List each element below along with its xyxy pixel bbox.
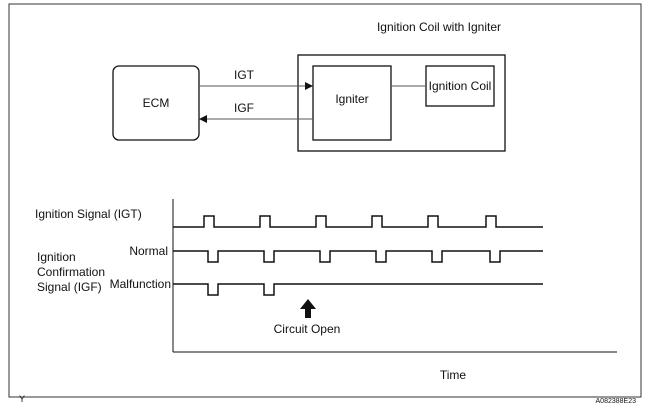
outer-frame (8, 3, 642, 398)
igniter-label: Igniter (335, 92, 368, 106)
time-axis-label: Time (440, 368, 467, 382)
malfunction-row-label: Malfunction (110, 277, 171, 291)
corner-letter: Y (19, 394, 25, 404)
igf-row-label-line-1: Ignition (37, 250, 76, 264)
igf-row-label-line-2: Confirmation (37, 265, 105, 279)
ecm-box (112, 65, 200, 141)
circuit-open-arrow (300, 299, 316, 318)
igf-normal-waveform (173, 250, 543, 263)
igf-malfunction-waveform (173, 283, 543, 296)
ignition-coil-module-box (297, 54, 506, 152)
ignition-coil-label: Ignition Coil (429, 79, 492, 93)
ecm-label: ECM (143, 96, 170, 110)
igt-row-label: Ignition Signal (IGT) (35, 207, 142, 221)
circuit-open-label: Circuit Open (274, 322, 341, 336)
igf-arrow-label: IGF (234, 101, 254, 115)
igf-row-label-line-3: Signal (IGF) (37, 280, 102, 294)
module-title: Ignition Coil with Igniter (377, 20, 501, 34)
normal-row-label: Normal (129, 244, 168, 258)
igt-arrow-label: IGT (234, 68, 255, 82)
igt-waveform (173, 215, 543, 228)
figure-code: A082388E23 (596, 398, 637, 405)
igniter-box (312, 65, 392, 141)
